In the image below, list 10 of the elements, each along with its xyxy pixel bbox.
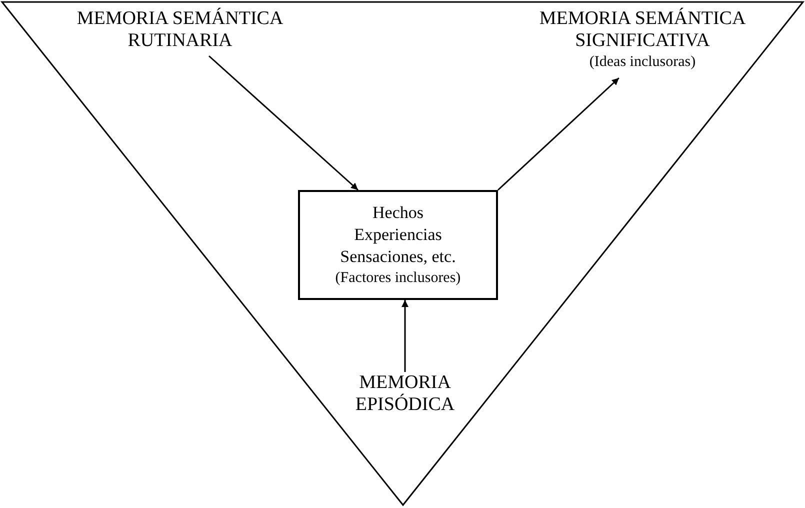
process-box bbox=[298, 190, 498, 300]
arrow bbox=[498, 77, 620, 191]
note-text: (Factores inclusores) bbox=[335, 269, 461, 288]
box-text: Hechos Experiencias Sensaciones, etc. bbox=[339, 202, 457, 268]
arrow bbox=[208, 55, 358, 191]
memory-label: MEMORIA SEMÁNTICA RUTINARIA bbox=[76, 8, 284, 52]
arrow bbox=[402, 300, 408, 372]
note-text: (Ideas inclusoras) bbox=[589, 53, 696, 72]
memory-label: MEMORIA SEMÁNTICA SIGNIFICATIVA bbox=[538, 8, 747, 52]
memory-label: MEMORIA EPISÓDICA bbox=[354, 372, 456, 416]
